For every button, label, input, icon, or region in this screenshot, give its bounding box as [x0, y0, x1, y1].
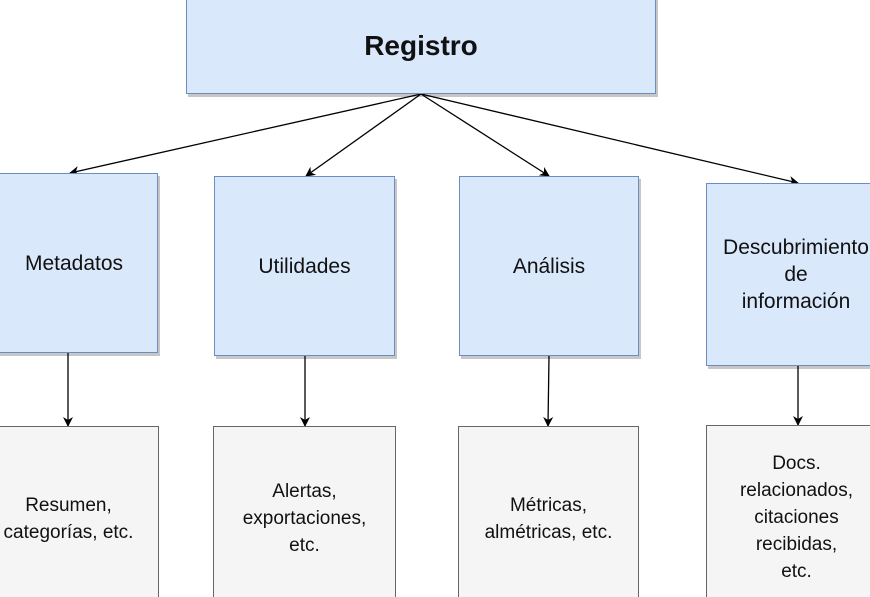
edge-analisis-detail	[543, 355, 554, 427]
edge-root-metadatos	[69, 93, 422, 176]
edge-root-descubrimiento	[420, 93, 799, 186]
category-label-utilidades: Utilidades	[258, 254, 351, 278]
category-label-descubrimiento: Descubrimiento de información	[723, 236, 869, 313]
detail-node-analisis[interactable]: Métricas, almétricas, etc.	[458, 426, 639, 597]
detail-node-descubrimiento[interactable]: Docs. relacionados, citaciones recibidas…	[706, 425, 870, 597]
category-node-descubrimiento[interactable]: Descubrimiento de información	[706, 183, 870, 366]
detail-label-descubrimiento: Docs. relacionados, citaciones recibidas…	[739, 453, 854, 582]
category-node-analisis[interactable]: Análisis	[459, 176, 639, 356]
detail-node-metadatos[interactable]: Resumen, categorías, etc.	[0, 426, 159, 597]
edge-root-analisis	[420, 93, 550, 177]
category-node-metadatos[interactable]: Metadatos	[0, 173, 158, 353]
detail-label-metadatos: Resumen, categorías, etc.	[3, 494, 134, 543]
detail-node-utilidades[interactable]: Alertas, exportaciones, etc.	[213, 426, 396, 597]
detail-label-analisis: Métricas, almétricas, etc.	[484, 494, 613, 543]
category-label-metadatos: Metadatos	[24, 251, 124, 275]
root-node[interactable]: Registro	[186, 0, 656, 94]
category-label-analisis: Análisis	[512, 254, 586, 278]
edge-root-utilidades	[305, 93, 422, 177]
root-node-label: Registro	[364, 29, 478, 61]
detail-label-utilidades: Alertas, exportaciones, etc.	[242, 481, 367, 556]
category-node-utilidades[interactable]: Utilidades	[214, 176, 395, 356]
